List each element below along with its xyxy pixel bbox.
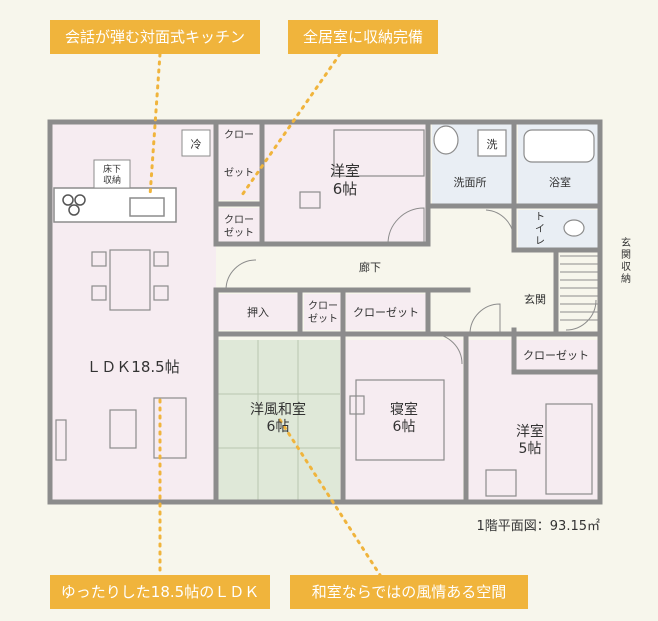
closet-2 <box>216 208 262 244</box>
dining-set <box>91 249 169 311</box>
closet-1-label: クロー <box>224 129 254 141</box>
ldk-room <box>50 122 216 502</box>
callout-storage: 全居室に収納完備 <box>288 20 438 54</box>
closet-2-label-2: ゼット <box>224 227 254 239</box>
hallway-label: 廊下 <box>359 260 381 274</box>
oshiire-label: 押入 <box>247 305 269 319</box>
fridge-label: 冷 <box>191 138 202 151</box>
toilet-label-3: レ <box>535 236 545 247</box>
closet-4-label: クローゼット <box>353 306 419 319</box>
entrance-storage-label: 玄 <box>621 236 631 249</box>
stove-burner-icon <box>68 204 80 216</box>
bath-label: 浴室 <box>549 175 571 189</box>
bathtub-icon <box>523 129 595 163</box>
toilet-icon <box>563 219 585 237</box>
western-room-2-label: 洋室 <box>516 423 544 440</box>
japanese-room-label: 洋風和室 <box>250 401 306 418</box>
stove-burner-icon <box>62 194 74 206</box>
western-room-2-furniture <box>485 403 593 497</box>
oshiire <box>216 294 300 330</box>
callout-leaders <box>148 52 382 577</box>
western-room-1-label: 洋室 <box>330 162 360 180</box>
japanese-room <box>216 340 340 502</box>
tatami-grid <box>216 340 340 502</box>
closet-3 <box>304 294 342 330</box>
floor-area-label: 1階平面図：93.15㎡ <box>477 519 601 534</box>
entrance-storage-label-4: 納 <box>621 272 631 285</box>
floor-storage-label-2: 収納 <box>103 174 121 186</box>
entrance-label: 玄関 <box>524 292 546 306</box>
western-room-1-furniture <box>299 129 425 209</box>
door-swings <box>225 207 597 365</box>
walls <box>47 119 603 505</box>
floor-storage-box <box>93 159 131 189</box>
western-room-2-size: 5帖 <box>519 441 542 457</box>
fridge-icon <box>181 129 211 157</box>
washing-machine-icon <box>477 129 507 157</box>
entrance-storage-label-3: 収 <box>621 261 631 273</box>
entrance-steps <box>560 255 598 321</box>
callout-kitchen: 会話が弾む対面式キッチン <box>50 20 260 54</box>
ldk-label: ＬＤＫ18.5帖 <box>86 358 179 376</box>
closet-3-label-2: ゼット <box>308 313 338 325</box>
closet-1 <box>216 122 262 200</box>
entrance-storage-label-2: 関 <box>621 249 631 261</box>
washer-label: 洗 <box>487 138 498 151</box>
stove-burner-icon <box>74 194 86 206</box>
callout-ldk: ゆったりした18.5帖のＬＤＫ <box>50 575 270 609</box>
wash-basin-icon <box>433 125 459 155</box>
toilet <box>518 210 600 250</box>
closet-4 <box>346 294 426 330</box>
closet-2-label: クロー <box>224 214 254 226</box>
washroom-label: 洗面所 <box>454 176 487 189</box>
bath-fixtures <box>433 125 595 237</box>
bedroom-furniture <box>349 379 445 461</box>
bedroom-label: 寝室 <box>390 401 418 418</box>
western-room-1-size: 6帖 <box>333 180 358 198</box>
kitchen-counter <box>53 187 177 223</box>
closet-1-label-2: ゼット <box>224 167 254 179</box>
western-room-1 <box>262 122 428 244</box>
bedroom <box>345 340 463 502</box>
closet-5-label: クローゼット <box>523 349 589 362</box>
bedroom-size: 6帖 <box>393 419 416 435</box>
japanese-room-size: 6帖 <box>267 419 290 435</box>
living-furniture <box>55 397 187 461</box>
toilet-label-2: イ <box>535 224 545 235</box>
toilet-label: ト <box>535 212 545 223</box>
closet-3-label: クロー <box>308 300 338 312</box>
closet-5 <box>514 340 598 370</box>
sink-icon <box>129 197 165 217</box>
callout-japanese-room: 和室ならではの風情ある空間 <box>290 575 528 609</box>
floor-storage-label: 床下 <box>103 163 121 175</box>
